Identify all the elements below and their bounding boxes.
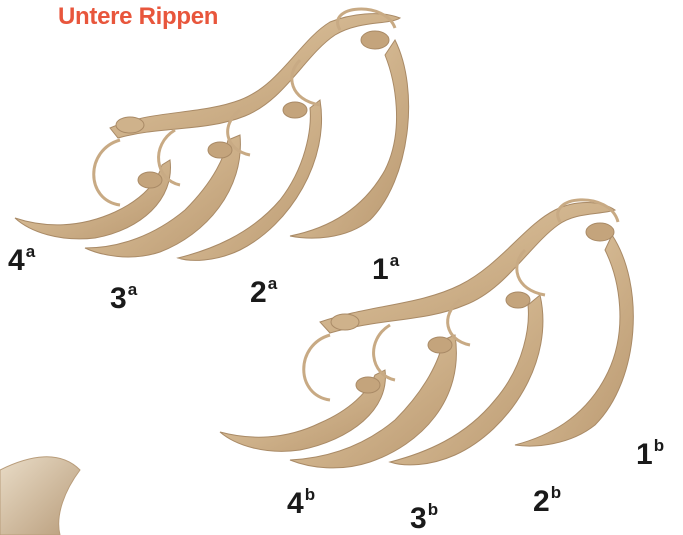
rib-a-backbone bbox=[110, 14, 400, 138]
rib-label-4a: 4a bbox=[8, 246, 35, 276]
rib-b-loop-4 bbox=[517, 250, 545, 295]
rib-a-joint-5 bbox=[116, 117, 144, 133]
rib-label-3a: 3a bbox=[110, 284, 137, 314]
rib-b-joint-5 bbox=[331, 314, 359, 330]
rib-label-2a: 2a bbox=[250, 278, 277, 308]
corner-bone-fragment bbox=[0, 457, 80, 535]
rib-label-4b: 4b bbox=[287, 489, 315, 519]
rib-b-joint-3 bbox=[428, 337, 452, 353]
rib-a-loop-4 bbox=[292, 60, 320, 105]
rib-b-joint-1 bbox=[586, 223, 614, 241]
rib-label-3b: 3b bbox=[410, 504, 438, 534]
rib-label-2b: 2b bbox=[533, 487, 561, 517]
rib-a-joint-1 bbox=[361, 31, 389, 49]
rib-label-1b: 1b bbox=[636, 440, 664, 470]
rib-b-joint-2 bbox=[506, 292, 530, 308]
rib-set-a bbox=[15, 9, 409, 260]
rib-a-joint-2 bbox=[283, 102, 307, 118]
rib-label-1a: 1a bbox=[372, 255, 399, 285]
rib-b-joint-4 bbox=[356, 377, 380, 393]
rib-a-joint-3 bbox=[208, 142, 232, 158]
rib-a-joint-4 bbox=[138, 172, 162, 188]
rib-b-loop-1 bbox=[304, 335, 330, 400]
rib-set-b bbox=[220, 200, 633, 468]
rib-a-loop-1 bbox=[94, 140, 120, 205]
